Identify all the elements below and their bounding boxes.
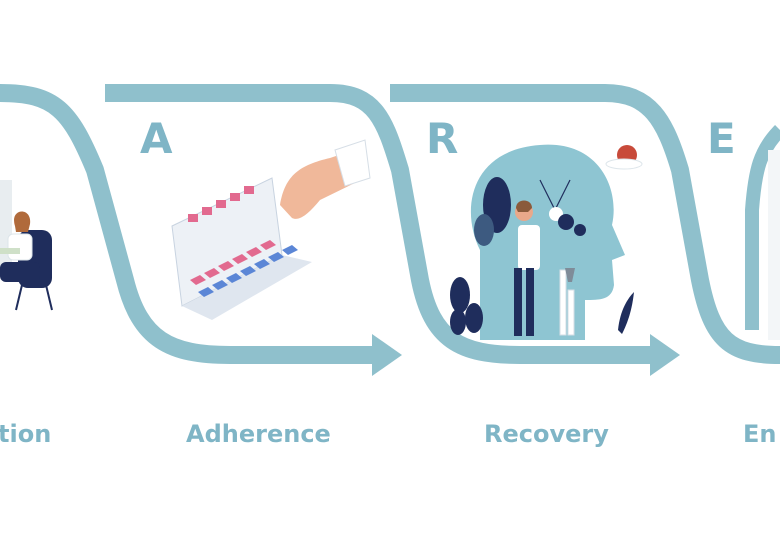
step-label-adherence: Adherence: [186, 420, 331, 448]
arrow-head-1: [372, 334, 402, 376]
chair-person-illustration: [0, 180, 53, 311]
step-label-partial-right: En: [743, 420, 777, 448]
head-silhouette-illustration: [450, 144, 643, 340]
pill-organizer-illustration: [171, 139, 371, 320]
step-label-recovery: Recovery: [484, 420, 609, 448]
step-letter-e: E: [707, 114, 736, 163]
step-letter-r: R: [426, 114, 459, 163]
arrow-head-2: [650, 334, 680, 376]
step-letter-a: A: [140, 114, 173, 163]
step-label-partial-left: tion: [0, 420, 52, 448]
partial-illustration-edge: [768, 150, 780, 340]
flow-path-edge: [745, 125, 780, 330]
flow-path: [0, 84, 780, 364]
